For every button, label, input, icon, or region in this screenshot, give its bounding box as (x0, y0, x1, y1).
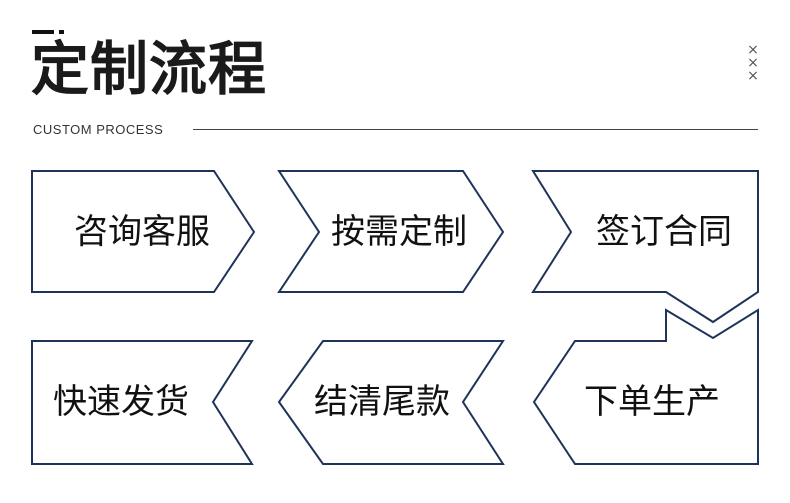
step-shape-ship (31, 340, 254, 465)
page-subtitle: CUSTOM PROCESS (33, 122, 164, 137)
step-label-customize: 按需定制 (331, 212, 467, 252)
header-divider (193, 129, 758, 130)
step-label-contract: 签订合同 (596, 212, 732, 252)
step-shape-consult (31, 170, 256, 293)
step-label-balance: 结清尾款 (314, 382, 450, 422)
step-shape-balance (277, 340, 505, 465)
header-accent-dot (59, 30, 64, 34)
page-title: 定制流程 (31, 35, 268, 103)
x-mark-icon: × (747, 55, 759, 71)
step-label-production: 下单生产 (584, 382, 720, 422)
step-label-consult: 咨询客服 (74, 212, 210, 252)
step-shape-contract (531, 170, 759, 324)
step-shape-production (532, 308, 759, 465)
header-accent-bar (32, 30, 54, 34)
step-label-ship: 快速发货 (53, 382, 189, 422)
decorative-x-marks: × × × (745, 42, 761, 84)
x-mark-icon: × (747, 68, 759, 84)
x-mark-icon: × (747, 42, 759, 58)
step-shape-customize (277, 170, 505, 293)
